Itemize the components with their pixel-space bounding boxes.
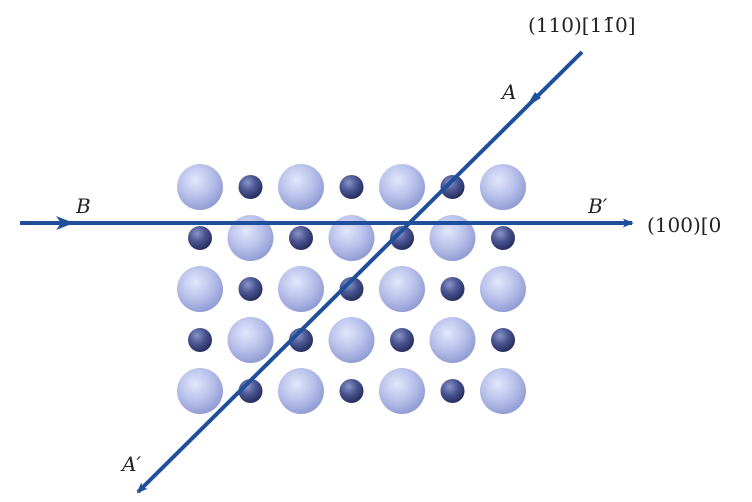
large-atom	[430, 317, 476, 363]
label-110-dir-end: 0]	[615, 13, 636, 37]
label-110-plane: (110)	[528, 13, 582, 37]
small-atom	[340, 175, 364, 199]
label-slip-system-100: (100)[0	[647, 213, 721, 237]
large-atom	[177, 368, 223, 414]
small-atom	[239, 277, 263, 301]
small-atom	[491, 226, 515, 250]
label-A-prime: A′	[120, 452, 141, 476]
large-atom	[379, 164, 425, 210]
label-B: B	[75, 194, 91, 218]
small-atom	[340, 379, 364, 403]
large-atom	[278, 368, 324, 414]
large-atom	[379, 266, 425, 312]
small-atom	[239, 175, 263, 199]
label-B-prime: B′	[587, 194, 608, 218]
label-slip-system-110: (110)[11̄0]	[528, 13, 636, 37]
small-atom	[188, 226, 212, 250]
large-atom	[480, 266, 526, 312]
label-A: A	[500, 80, 516, 104]
large-atom	[228, 317, 274, 363]
small-atom	[188, 328, 212, 352]
small-atom	[491, 328, 515, 352]
large-atom	[278, 164, 324, 210]
label-110-dir-start: [1	[582, 13, 603, 37]
small-atom	[441, 379, 465, 403]
small-atom	[289, 226, 313, 250]
slip-line-100	[20, 216, 632, 230]
large-atom	[480, 368, 526, 414]
label-110-dir-bar: 1̄	[602, 13, 615, 37]
small-atom	[390, 328, 414, 352]
ionic-crystal-lattice	[177, 164, 526, 414]
small-atom	[441, 277, 465, 301]
large-atom	[278, 266, 324, 312]
large-atom	[177, 164, 223, 210]
large-atom	[329, 317, 375, 363]
large-atom	[480, 164, 526, 210]
large-atom	[177, 266, 223, 312]
large-atom	[379, 368, 425, 414]
